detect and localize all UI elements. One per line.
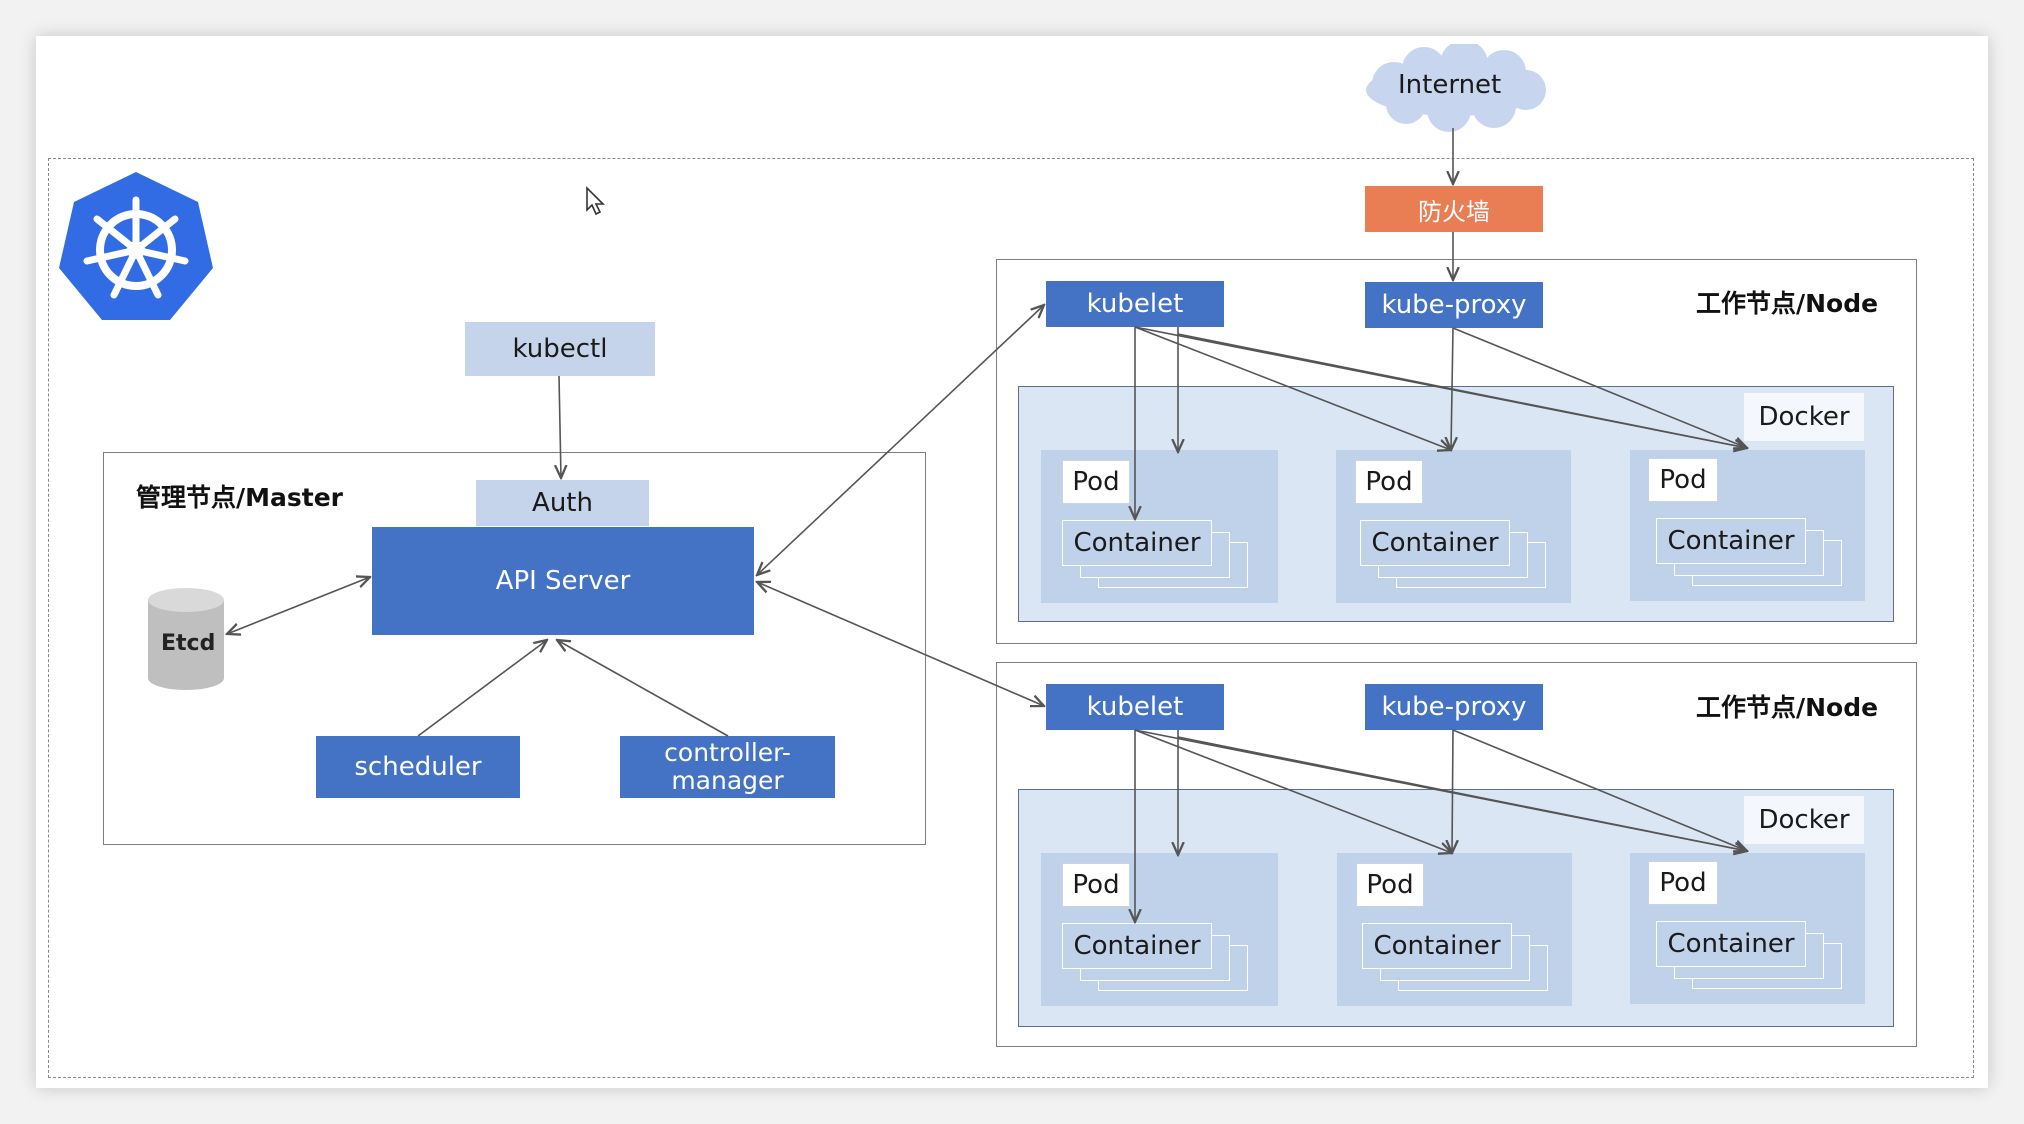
- container-label-1-1: Container: [1062, 520, 1212, 566]
- pod-label-1-1: Pod: [1062, 460, 1130, 504]
- api-server-box: API Server: [372, 527, 754, 635]
- docker-label-1: Docker: [1744, 393, 1864, 441]
- pod-label-1-3: Pod: [1648, 458, 1718, 502]
- edge-kubectl-auth: [559, 375, 561, 478]
- kubelet-box-1: kubelet: [1046, 281, 1224, 327]
- master-title: 管理节点/Master: [136, 483, 343, 512]
- edge-proxy1-pod3: [1452, 327, 1747, 448]
- kubectl-box: kubectl: [465, 322, 655, 376]
- cluster-boundary: [48, 158, 1974, 1078]
- container-label-2-3: Container: [1656, 921, 1806, 967]
- container-label-1-3: Container: [1656, 518, 1806, 564]
- scheduler-box: scheduler: [316, 736, 520, 798]
- pod-label-1-2: Pod: [1355, 460, 1423, 504]
- edge-apiserver-kubelet-2: [757, 582, 1044, 706]
- edge-proxy2-pod2: [1452, 729, 1453, 853]
- edge-kubelet2-pod3b: [1177, 736, 1747, 851]
- internet-label: Internet: [1398, 70, 1502, 100]
- worker-node-title-1: 工作节点/Node: [1696, 289, 1879, 318]
- edge-proxy2-pod3: [1452, 729, 1747, 851]
- pod-label-2-2: Pod: [1356, 863, 1424, 907]
- database-cylinder-icon: [148, 588, 224, 690]
- etcd-label: Etcd: [161, 631, 216, 656]
- edge-controller-apiserver: [557, 640, 729, 737]
- kubernetes-logo-icon: [59, 172, 213, 320]
- container-label-2-2: Container: [1362, 923, 1512, 969]
- controller-manager-line1: controller-: [664, 738, 791, 767]
- edge-proxy1-pod2: [1451, 327, 1453, 450]
- edge-scheduler-apiserver: [417, 640, 547, 737]
- worker-node-title-2: 工作节点/Node: [1696, 693, 1879, 722]
- container-label-2-1: Container: [1062, 923, 1212, 969]
- edge-kubelet1-pod2: [1134, 326, 1451, 450]
- edge-apiserver-etcd: [227, 577, 370, 634]
- mouse-cursor-icon: [586, 186, 605, 216]
- controller-manager-line2: manager: [671, 766, 784, 795]
- cloud-icon: [1366, 44, 1546, 132]
- kube-proxy-box-2: kube-proxy: [1365, 684, 1543, 730]
- firewall-box: 防火墙: [1365, 186, 1543, 232]
- kubelet-box-2: kubelet: [1046, 684, 1224, 730]
- docker-label-2: Docker: [1744, 796, 1864, 844]
- edge-kubelet2-pod2: [1134, 729, 1452, 853]
- edge-kubelet1-pod3b: [1177, 333, 1747, 448]
- controller-manager-box: controller- manager: [620, 736, 835, 798]
- container-label-1-2: Container: [1360, 520, 1510, 566]
- pod-label-2-1: Pod: [1062, 863, 1130, 907]
- edge-apiserver-kubelet-1: [757, 305, 1044, 575]
- auth-box: Auth: [476, 480, 649, 526]
- kube-proxy-box-1: kube-proxy: [1365, 282, 1543, 328]
- pod-label-2-3: Pod: [1648, 861, 1718, 905]
